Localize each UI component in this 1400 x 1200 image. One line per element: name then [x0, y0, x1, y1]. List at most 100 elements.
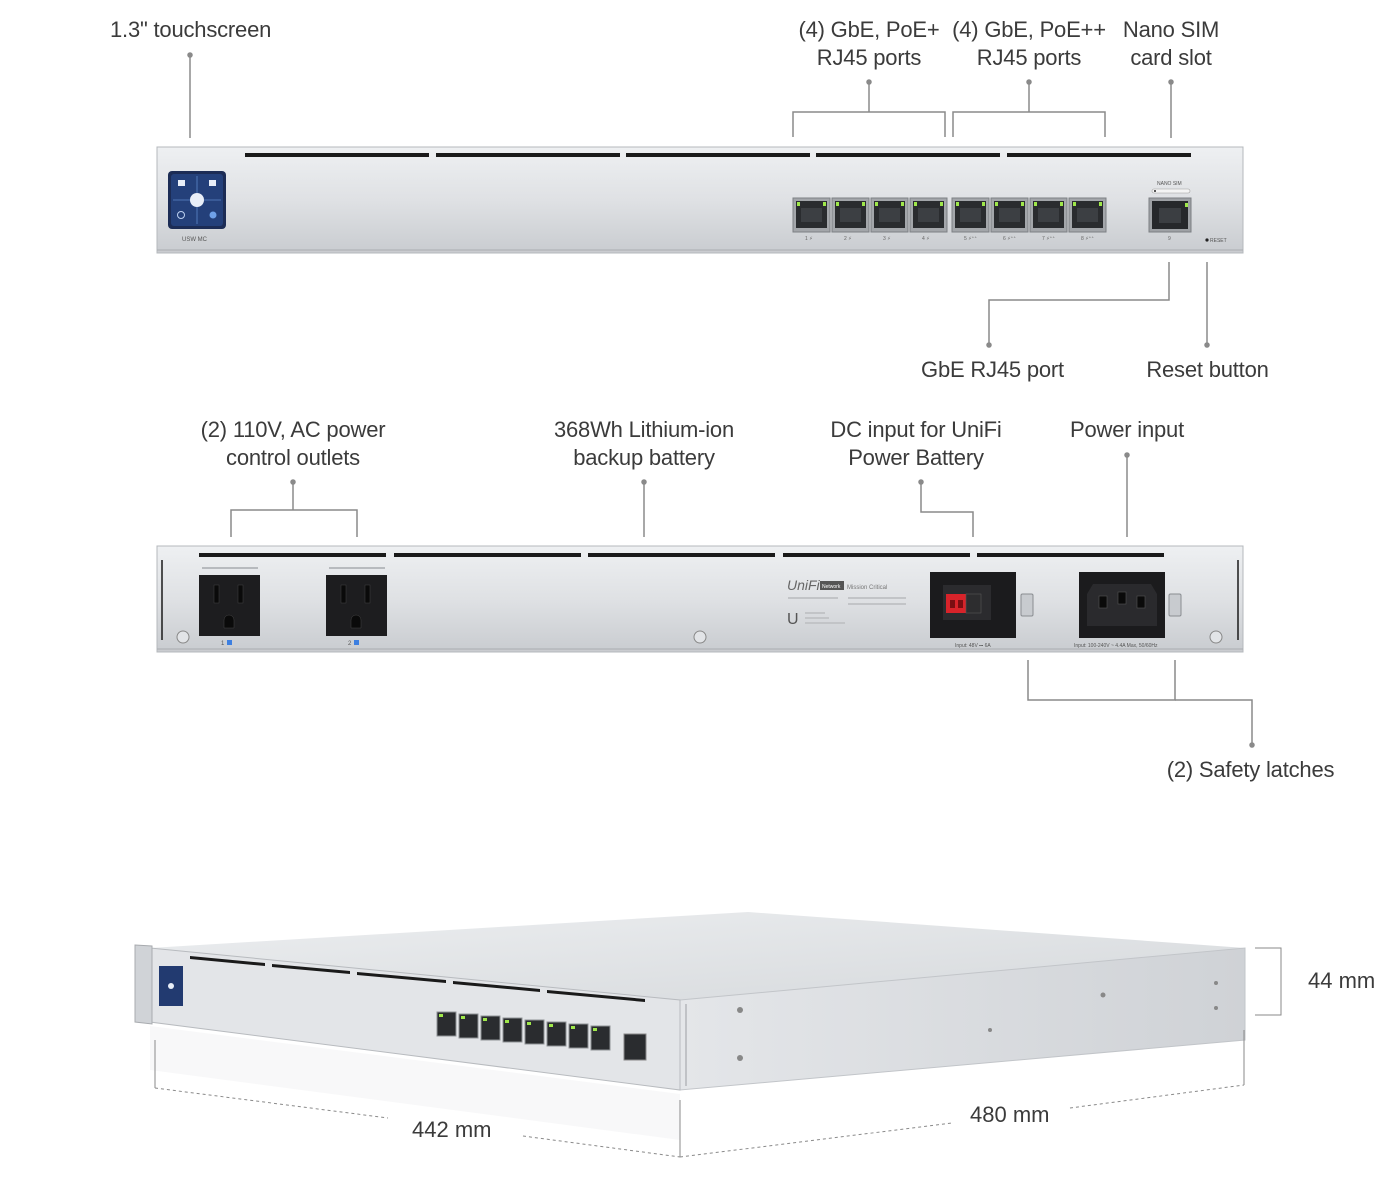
iso-rj45-port	[524, 1019, 545, 1045]
iso-rj45-port	[436, 1011, 457, 1037]
svg-text:UniFi: UniFi	[787, 577, 821, 593]
ac-outlet-1	[199, 575, 260, 636]
dc-rating-label: Input: 48V ⎓ 6A	[955, 643, 991, 649]
iso-rj45-port	[590, 1025, 611, 1051]
iso-rj45-port	[568, 1023, 589, 1049]
port-number-label: 4 ⚡	[922, 236, 930, 242]
rj45-port-7	[1029, 197, 1068, 233]
width-dimension: 442 mm	[412, 1117, 492, 1142]
iso-rj45-port	[458, 1013, 479, 1039]
port-number-label: 7 ⚡⁺⁺	[1042, 236, 1055, 242]
rj45-port-6	[990, 197, 1029, 233]
port-led	[1034, 202, 1037, 206]
iso-rj45-port	[502, 1017, 523, 1043]
rj45-port-3	[870, 197, 909, 233]
iso-port-group	[436, 1011, 611, 1051]
touchscreen	[168, 171, 226, 229]
rear-screws	[176, 630, 1223, 644]
port-led	[836, 202, 839, 206]
iso-rj45-port	[546, 1021, 567, 1047]
front-panel: USW MC 1 ⚡2 ⚡3 ⚡4 ⚡5 ⚡⁺⁺6 ⚡⁺⁺7 ⚡⁺⁺8 ⚡⁺⁺ …	[156, 146, 1244, 254]
rear-panel: 1 2 UniFi Network Mission Critical U	[156, 545, 1244, 653]
ac-outlet-2	[326, 575, 387, 636]
iso-port-led	[549, 1024, 553, 1027]
ac-outlets-callout: (2) 110V, AC power control outlets	[200, 417, 386, 470]
rj45-port-1	[792, 197, 831, 233]
power-input-callout: Power input	[1070, 417, 1184, 442]
depth-dimension: 480 mm	[970, 1102, 1050, 1127]
port-number-labels: 1 ⚡ 2 ⚡ 3 ⚡ 4 ⚡ 5 ⚡⁺⁺ 6 ⚡⁺⁺ 7 ⚡⁺⁺ 8 ⚡⁺⁺	[805, 236, 1094, 242]
port-led	[875, 202, 878, 206]
nano-sim-label: NANO SIM	[1157, 181, 1182, 187]
dc-input-callout: DC input for UniFi Power Battery	[830, 417, 1002, 470]
reset-button	[1205, 238, 1209, 242]
poe-port-group	[792, 197, 1107, 233]
port-led	[901, 202, 904, 206]
iso-port-led	[505, 1020, 509, 1023]
port-led	[940, 202, 943, 206]
port-led	[823, 202, 826, 206]
front-vent-slots	[245, 153, 1191, 157]
port-number-label: 5 ⚡⁺⁺	[964, 236, 977, 242]
nano-sim-slot	[1151, 188, 1191, 194]
port-led	[1073, 202, 1076, 206]
port-led	[1099, 202, 1102, 206]
iso-vent-slots	[190, 956, 645, 1002]
port-number-label: 6 ⚡⁺⁺	[1003, 236, 1016, 242]
iso-port-led	[483, 1018, 487, 1021]
svg-text:9: 9	[1168, 236, 1171, 242]
port-led	[862, 202, 865, 206]
iso-rj45-port	[480, 1015, 501, 1041]
port-led	[914, 202, 917, 206]
nano-sim-callout: Nano SIM card slot	[1122, 17, 1220, 70]
port-led	[995, 202, 998, 206]
touchscreen-callout: 1.3" touchscreen	[110, 17, 272, 42]
port-number-label: 2 ⚡	[844, 236, 852, 242]
port-led	[982, 202, 985, 206]
port-number-label: 1 ⚡	[805, 236, 813, 242]
poe-plus-plus-callout: (4) GbE, PoE++ RJ45 ports	[952, 17, 1106, 70]
dimension-lines	[154, 947, 1282, 1158]
svg-text:U: U	[787, 611, 799, 628]
uplink-port	[1148, 197, 1192, 233]
svg-text:1: 1	[221, 641, 225, 647]
safety-latch-1	[1020, 593, 1034, 617]
iso-port-led	[461, 1016, 465, 1019]
model-label: USW MC	[182, 237, 208, 243]
safety-latch-2	[1168, 593, 1182, 617]
rj45-port-8	[1068, 197, 1107, 233]
poe-plus-callout: (4) GbE, PoE+ RJ45 ports	[798, 17, 940, 70]
svg-text:Mission Critical: Mission Critical	[847, 585, 887, 591]
rear-leader-lines	[230, 452, 1255, 748]
height-dimension: 44 mm	[1308, 968, 1376, 993]
iso-port-led	[527, 1022, 531, 1025]
rj45-port-4	[909, 197, 948, 233]
dc-input-connector	[930, 572, 1016, 638]
reset-button-callout: Reset button	[1146, 357, 1269, 382]
rj45-port-5	[951, 197, 990, 233]
reset-label: RESET	[1210, 238, 1227, 244]
port-number-label: 3 ⚡	[883, 236, 891, 242]
port-led	[1060, 202, 1063, 206]
iso-port-led	[571, 1026, 575, 1029]
ac-power-inlet	[1079, 572, 1165, 638]
rj45-port-2	[831, 197, 870, 233]
svg-text:Network: Network	[822, 584, 841, 590]
battery-callout: 368Wh Lithium-ion backup battery	[553, 417, 735, 470]
port-led	[1021, 202, 1024, 206]
svg-text:2: 2	[348, 641, 352, 647]
rear-vent-slots	[199, 553, 1164, 557]
port-number-label: 8 ⚡⁺⁺	[1081, 236, 1094, 242]
branding-label: UniFi Network Mission Critical U	[787, 577, 906, 628]
safety-latches-callout: (2) Safety latches	[1166, 757, 1335, 782]
port-led	[797, 202, 800, 206]
port-led	[956, 202, 959, 206]
iso-port-led	[439, 1014, 443, 1017]
gbe-port-callout: GbE RJ45 port	[921, 357, 1064, 382]
front-leader-lines	[187, 52, 1210, 348]
ac-rating-label: Input: 100-240V ~ 4.4A Max, 50/60Hz	[1074, 643, 1158, 649]
iso-port-led	[593, 1028, 597, 1031]
isometric-view	[134, 912, 1246, 1140]
